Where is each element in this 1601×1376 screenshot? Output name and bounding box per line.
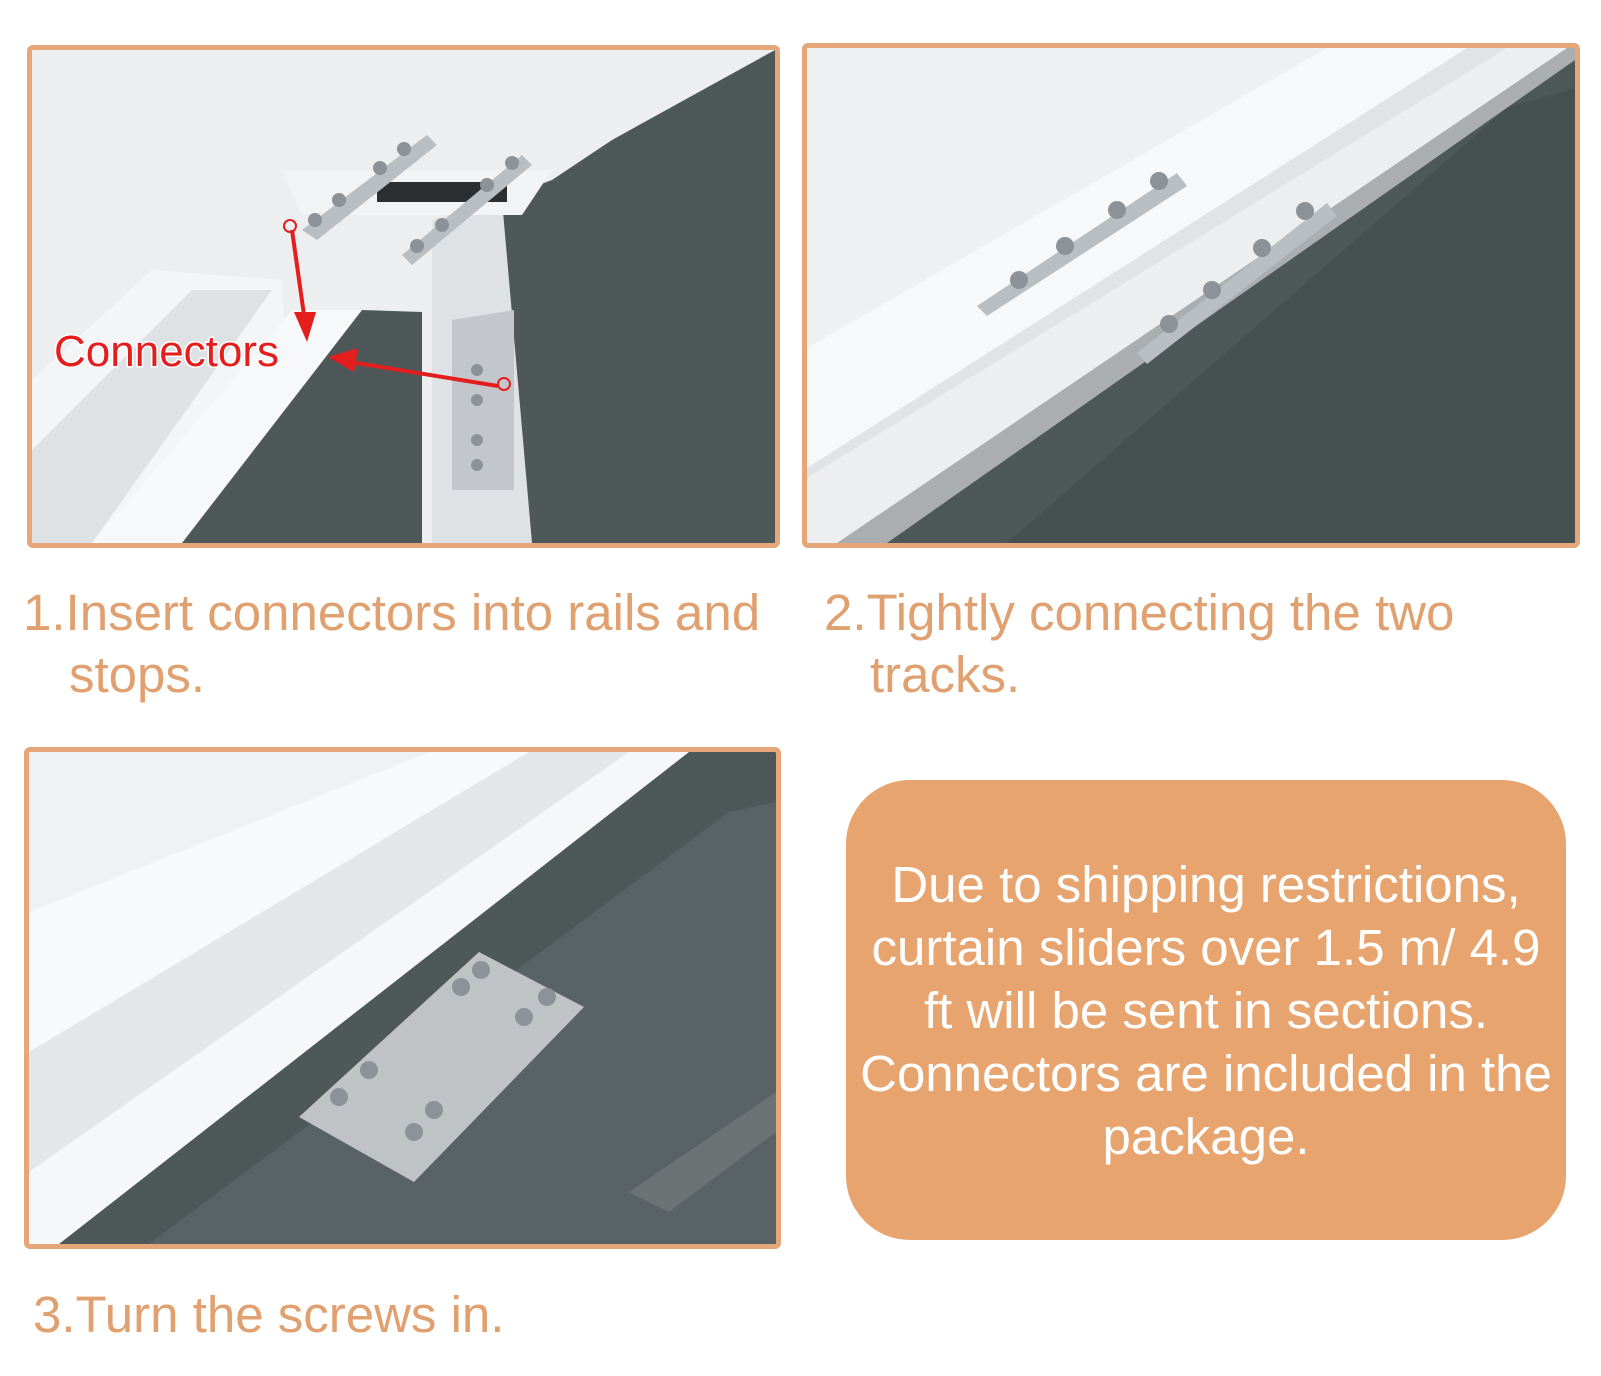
connectors-label: Connectors bbox=[54, 327, 279, 376]
step-1-caption: 1.Insert connectors into rails and stops… bbox=[23, 584, 761, 703]
shipping-notice-text: Due to shipping restrictions, curtain sl… bbox=[860, 855, 1552, 1165]
joined-tracks-illustration bbox=[807, 48, 1575, 543]
rail-connector-illustration: Connectors bbox=[32, 50, 775, 543]
step-1-photo: Connectors bbox=[27, 45, 780, 548]
screwed-plate-illustration bbox=[29, 752, 776, 1244]
shipping-notice: Due to shipping restrictions, curtain sl… bbox=[846, 780, 1566, 1240]
step-2-photo bbox=[802, 43, 1580, 548]
step-3-caption: 3.Turn the screws in. bbox=[33, 1286, 505, 1343]
step-2-caption: 2.Tightly connecting the two tracks. bbox=[824, 584, 1455, 703]
step-3-photo bbox=[24, 747, 781, 1249]
